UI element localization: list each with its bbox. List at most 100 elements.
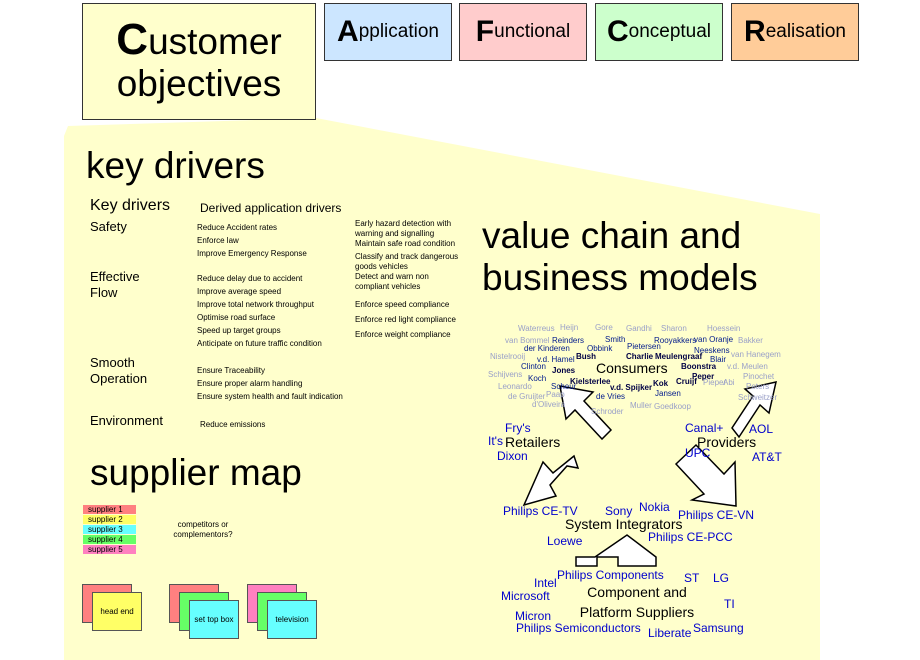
consumer-name: Heijn bbox=[560, 323, 579, 332]
key-drivers-col1-header: Key drivers bbox=[90, 197, 171, 214]
consumer-name: Pieper bbox=[703, 378, 727, 387]
right-derived-list: Early hazard detection with warning and … bbox=[355, 219, 465, 340]
consumer-name: Meulengraaf bbox=[655, 352, 703, 361]
driver-smooth-operation: Smooth Operation bbox=[90, 355, 148, 386]
consumer-name: Schroder bbox=[591, 407, 624, 416]
arrow-providers-to-consumers bbox=[731, 381, 777, 439]
right-item: Enforce weight compliance bbox=[355, 330, 451, 339]
derived-list-flow: Reduce delay due to accident Improve ave… bbox=[197, 272, 322, 350]
arrow-integrators-to-retailers bbox=[522, 454, 580, 507]
derived-list-operation: Ensure Traceability Ensure proper alarm … bbox=[197, 364, 343, 403]
consumer-name: v.d. Hamel bbox=[537, 355, 575, 364]
node-component-suppliers: Component and Platform Suppliers bbox=[579, 584, 695, 620]
consumer-name: Hoessein bbox=[707, 324, 741, 333]
component-liberate: Liberate bbox=[648, 626, 692, 640]
derived-item: Speed up target groups bbox=[197, 326, 281, 335]
consumer-name: van Bommel bbox=[505, 336, 550, 345]
consumer-name: Rooyakkers bbox=[654, 336, 697, 345]
tab-customer-objectives[interactable]: Customer objectives bbox=[82, 3, 316, 120]
driver-environment: Environment bbox=[90, 413, 163, 428]
consumer-name: Kielsterlee bbox=[570, 377, 611, 386]
component-philips-semiconductors: Philips Semiconductors bbox=[516, 621, 641, 635]
retailer-its: It's bbox=[488, 434, 503, 448]
driver-effective-flow: Effective Flow bbox=[90, 269, 140, 300]
right-item: Classify and track dangerous goods vehic… bbox=[355, 252, 459, 271]
tab-realisation-rest: ealisation bbox=[765, 21, 846, 42]
consumer-name: Gore bbox=[595, 323, 613, 332]
card-television: television bbox=[267, 600, 317, 639]
derived-item: Reduce Accident rates bbox=[197, 223, 278, 232]
key-drivers-title: key drivers bbox=[86, 145, 265, 186]
consumer-name: Boonstra bbox=[681, 362, 717, 371]
consumer-name: Bush bbox=[576, 352, 596, 361]
component-philips-components: Philips Components bbox=[557, 568, 664, 582]
consumer-name: Cruijf bbox=[676, 377, 697, 386]
supplier-map-title: supplier map bbox=[90, 452, 302, 493]
consumer-name: Pinochet bbox=[743, 372, 775, 381]
integrator-loewe: Loewe bbox=[547, 534, 583, 548]
tab-realisation-cap: R bbox=[744, 15, 766, 48]
integrator-nokia: Nokia bbox=[639, 500, 670, 514]
consumer-name: Koch bbox=[528, 374, 547, 383]
legend-supplier-3: supplier 3 bbox=[83, 525, 136, 534]
yellow-panel bbox=[64, 118, 820, 660]
card-head-end: head end bbox=[92, 592, 142, 631]
derived-item: Improve Emergency Response bbox=[197, 249, 307, 258]
value-chain-arrows bbox=[522, 381, 777, 567]
consumer-name: Jones bbox=[552, 366, 576, 375]
right-item: Early hazard detection with warning and … bbox=[355, 219, 452, 238]
driver-safety: Safety bbox=[90, 219, 127, 234]
consumer-name: Sharon bbox=[661, 324, 687, 333]
retailer-frys: Fry's bbox=[505, 421, 531, 435]
consumer-name: Charlie bbox=[626, 352, 654, 361]
consumer-name: Peters bbox=[746, 382, 770, 391]
node-retailers: Retailers bbox=[505, 434, 561, 450]
legend-supplier-1: supplier 1 bbox=[83, 505, 136, 514]
consumer-name: Jansen bbox=[655, 389, 681, 398]
provider-att: AT&T bbox=[752, 450, 782, 464]
right-item: Maintain safe road condition bbox=[355, 239, 456, 248]
consumer-name: van Oranje bbox=[694, 335, 734, 344]
consumer-name: der Kinderen bbox=[524, 344, 570, 353]
consumer-name: d'Oliveira bbox=[532, 400, 566, 409]
consumer-name: Leonardo bbox=[498, 382, 532, 391]
consumer-name: Abi bbox=[723, 378, 735, 387]
consumer-name: de Gruijter bbox=[508, 392, 546, 401]
derived-list-safety: Reduce Accident rates Enforce law Improv… bbox=[197, 221, 307, 260]
derived-item: Ensure proper alarm handling bbox=[197, 379, 303, 388]
retailer-dixon: Dixon bbox=[497, 449, 528, 463]
consumer-name: Paap bbox=[546, 390, 565, 399]
consumer-name: Blair bbox=[710, 355, 727, 364]
value-chain-title: value chain and business models bbox=[482, 215, 758, 298]
consumer-name: Scheur bbox=[551, 382, 577, 391]
consumer-name: v.d. Meulen bbox=[727, 362, 768, 371]
tab-conceptual-rest: onceptual bbox=[628, 21, 712, 42]
component-microsoft: Microsoft bbox=[501, 589, 550, 603]
consumer-name: Nistelrooij bbox=[490, 352, 526, 361]
consumer-name: Kok bbox=[653, 379, 669, 388]
integrator-sony: Sony bbox=[605, 504, 633, 518]
competitors-question: competitors or complementors? bbox=[173, 520, 233, 539]
tab-customer-rest: ustomer bbox=[148, 20, 282, 62]
consumer-name: Smith bbox=[605, 335, 626, 344]
derived-item: Optimise road surface bbox=[197, 313, 276, 322]
provider-aol: AOL bbox=[749, 422, 774, 436]
arrow-integrators-to-providers bbox=[674, 443, 737, 507]
consumer-name: Waterreus bbox=[518, 324, 555, 333]
legend-supplier-2: supplier 2 bbox=[83, 515, 136, 524]
consumer-name: Gandhi bbox=[626, 324, 652, 333]
card-set-top-box: set top box bbox=[189, 600, 239, 639]
legend-supplier-5: supplier 5 bbox=[83, 545, 136, 554]
derived-item: Enforce law bbox=[197, 236, 239, 245]
consumer-name: Peper bbox=[692, 372, 715, 381]
tab-conceptual-cap: C bbox=[606, 15, 629, 48]
consumer-name: v.d. Spijker bbox=[610, 383, 653, 392]
consumer-name: Obbink bbox=[587, 344, 613, 353]
consumer-name: Neeskens bbox=[694, 346, 730, 355]
arrow-component-to-integrators bbox=[575, 534, 657, 567]
